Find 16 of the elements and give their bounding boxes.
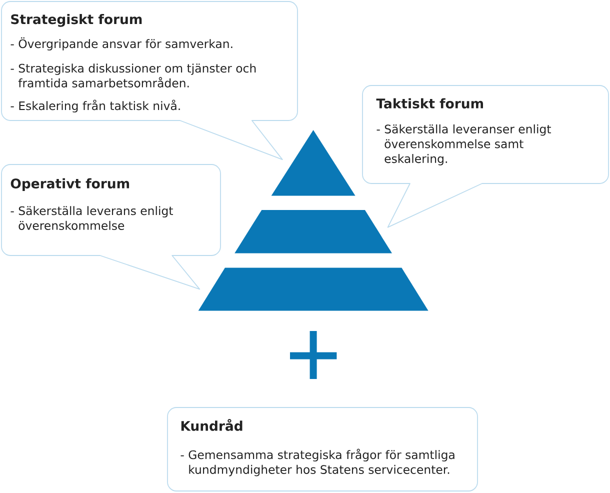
pyramid-tier bbox=[234, 210, 392, 254]
heading: Strategiskt forum bbox=[11, 14, 142, 27]
list-item: - Strategiska diskussioner om tjänster och framtida samarbetsområden. bbox=[10, 64, 256, 88]
list-item: - Gemensamma strategiska frågor för samtliga kundmyndigheter hos Statens servicecenter. bbox=[180, 448, 454, 476]
callout-tail bbox=[100, 255, 200, 290]
list-item: - Säkerställa leverans enligt överenskommelse bbox=[10, 206, 173, 230]
list-item: - Säkerställa leveranser enligt överenskommelse samt eskalering. bbox=[376, 124, 551, 166]
list-item: - Övergripande ansvar för samverkan. bbox=[10, 37, 232, 50]
callout-tail bbox=[180, 120, 283, 160]
heading: Taktiskt forum bbox=[376, 98, 483, 108]
heading: Kundråd bbox=[181, 418, 242, 431]
callout-tail bbox=[387, 183, 482, 228]
pyramid-tier bbox=[271, 130, 356, 196]
pyramid-tier bbox=[198, 268, 428, 311]
list-item: - Eskalering från taktisk nivå. bbox=[10, 100, 180, 112]
heading: Operativt forum bbox=[10, 178, 130, 192]
